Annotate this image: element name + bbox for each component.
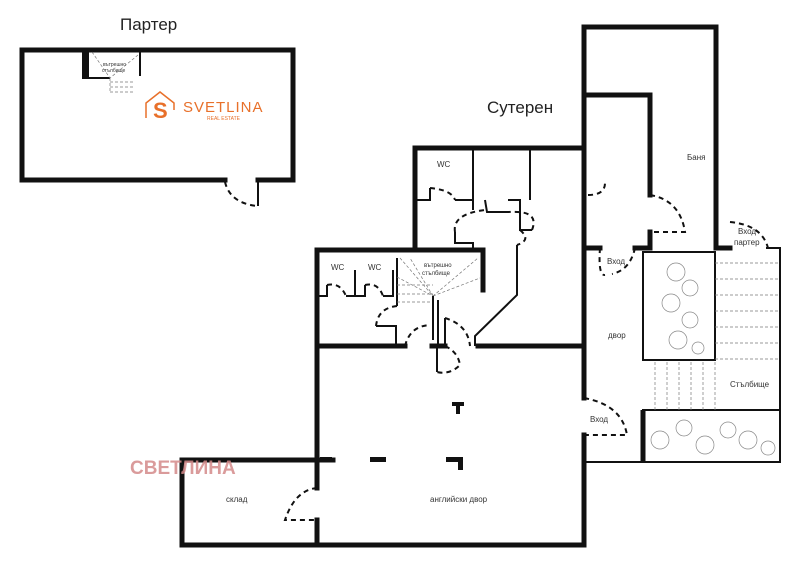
svetlina-logo: S SVETLINA REAL ESTATE	[145, 91, 264, 123]
planter-1	[642, 251, 716, 361]
label-yard: двор	[608, 331, 626, 340]
plant-decoration	[650, 262, 776, 456]
label-wc-1: WC	[437, 160, 451, 169]
label-entrance-1: Вход	[607, 257, 625, 266]
label-inner-stairs: вътрешно	[424, 263, 452, 269]
label-entrance-2: Вход	[590, 415, 608, 424]
label-storage: склад	[226, 495, 248, 504]
svg-text:S: S	[153, 98, 168, 123]
logo-subtext: REAL ESTATE	[207, 116, 241, 122]
logo-text: SVETLINA	[183, 99, 264, 116]
ground-floor-plan: вътрешно стълбище S SVETLINA REAL ESTATE	[19, 47, 296, 207]
label-stairs: Стълбище	[730, 380, 770, 389]
label-wc-3: WC	[368, 263, 382, 272]
label-entrance-ground: Вход	[738, 227, 756, 236]
label-wc-2: WC	[331, 263, 345, 272]
title-ground-floor: Партер	[120, 15, 177, 34]
label-english-yard: английски двор	[430, 495, 488, 504]
basement-plan: вътрешно стълбище	[179, 24, 781, 548]
label-inner-stairs-ground-2: стълбище	[102, 68, 126, 74]
label-entrance-ground-2: партер	[734, 238, 760, 247]
title-basement: Сутерен	[487, 98, 553, 117]
watermark: СВЕТЛИНА	[130, 458, 236, 479]
label-inner-stairs-ground: вътрешно	[103, 62, 126, 68]
label-inner-stairs-2: стълбище	[422, 271, 451, 277]
label-bath: Баня	[687, 153, 705, 162]
